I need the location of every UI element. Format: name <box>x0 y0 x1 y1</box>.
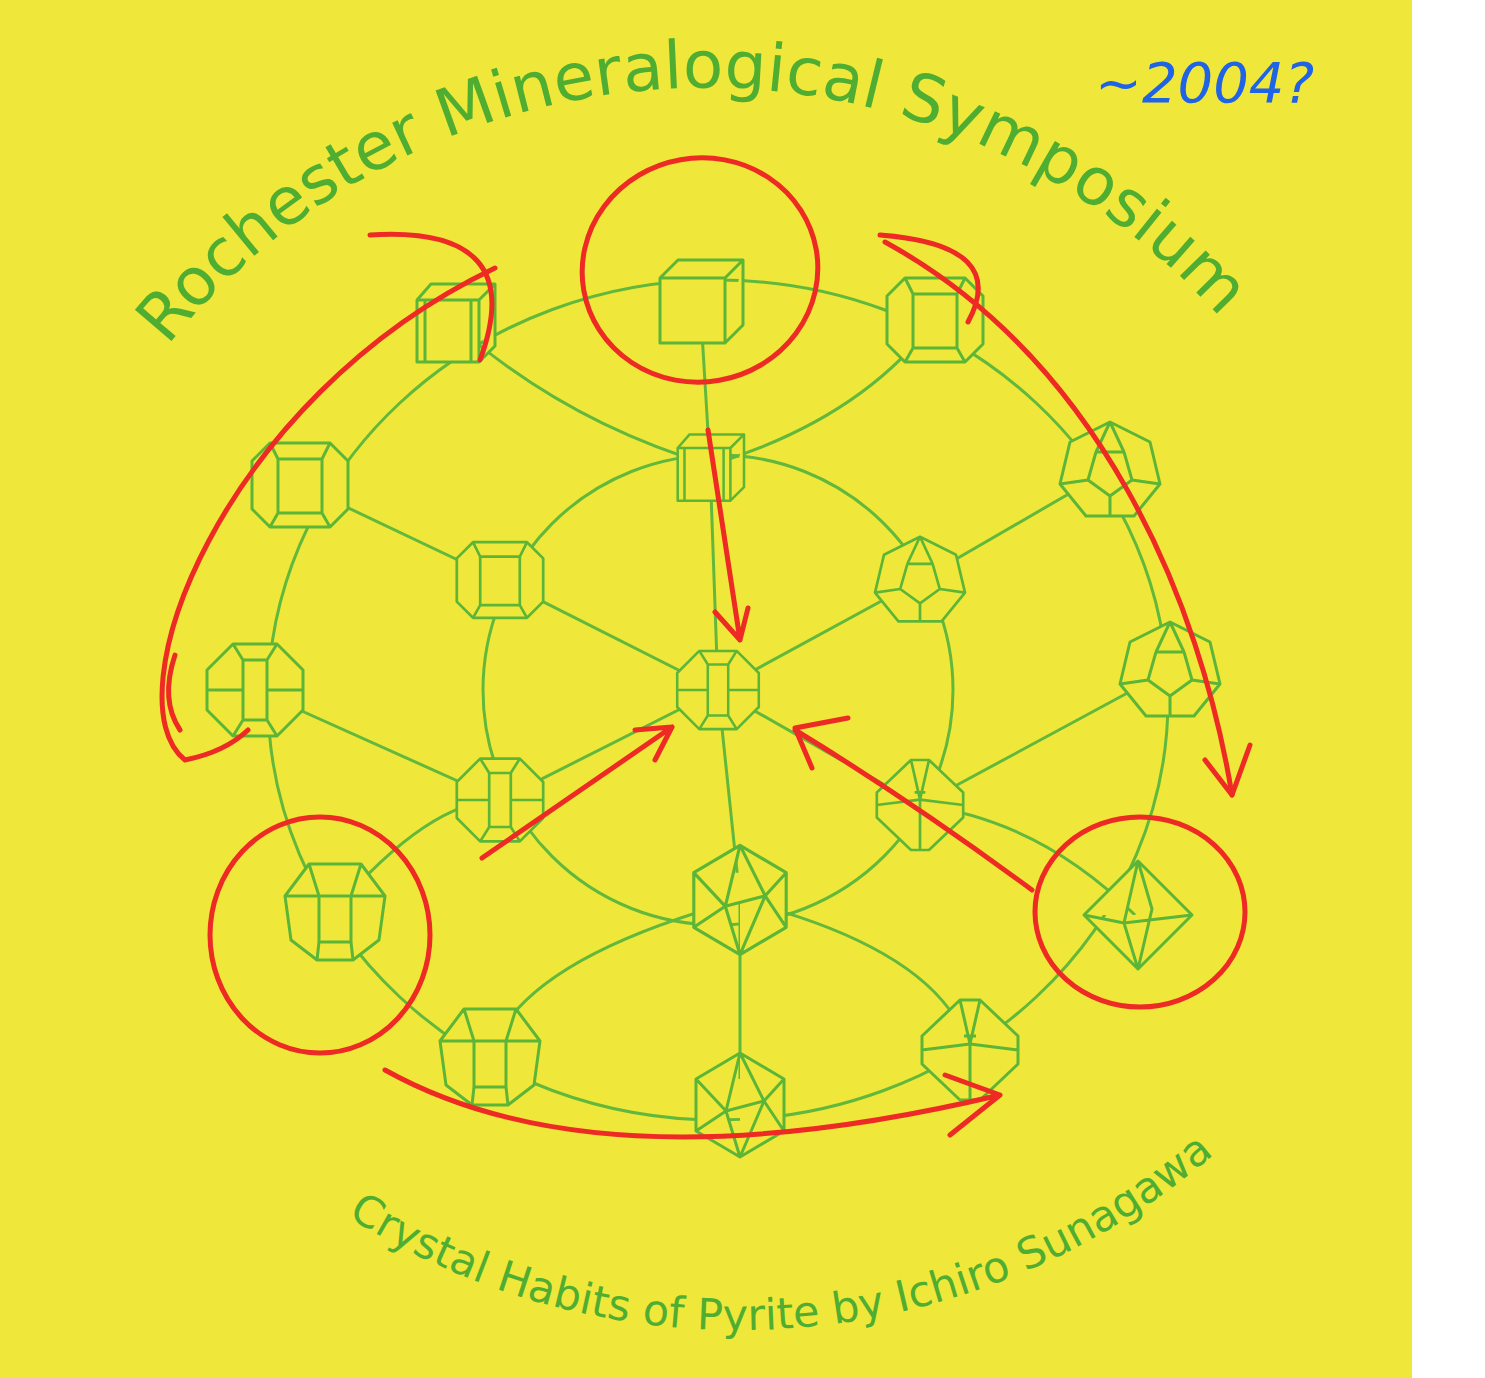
title-arc-path: Rochester Mineralogical Symposium <box>121 27 1265 357</box>
caption-arc: Crystal Habits of Pyrite by Ichiro Sunag… <box>342 1123 1221 1340</box>
caption-arc-path: Crystal Habits of Pyrite by Ichiro Sunag… <box>342 1123 1221 1340</box>
handwritten-note: ~2004? <box>1095 50 1314 115</box>
title-arc: Rochester Mineralogical Symposium <box>121 27 1265 357</box>
red-annotations <box>162 139 1250 1137</box>
